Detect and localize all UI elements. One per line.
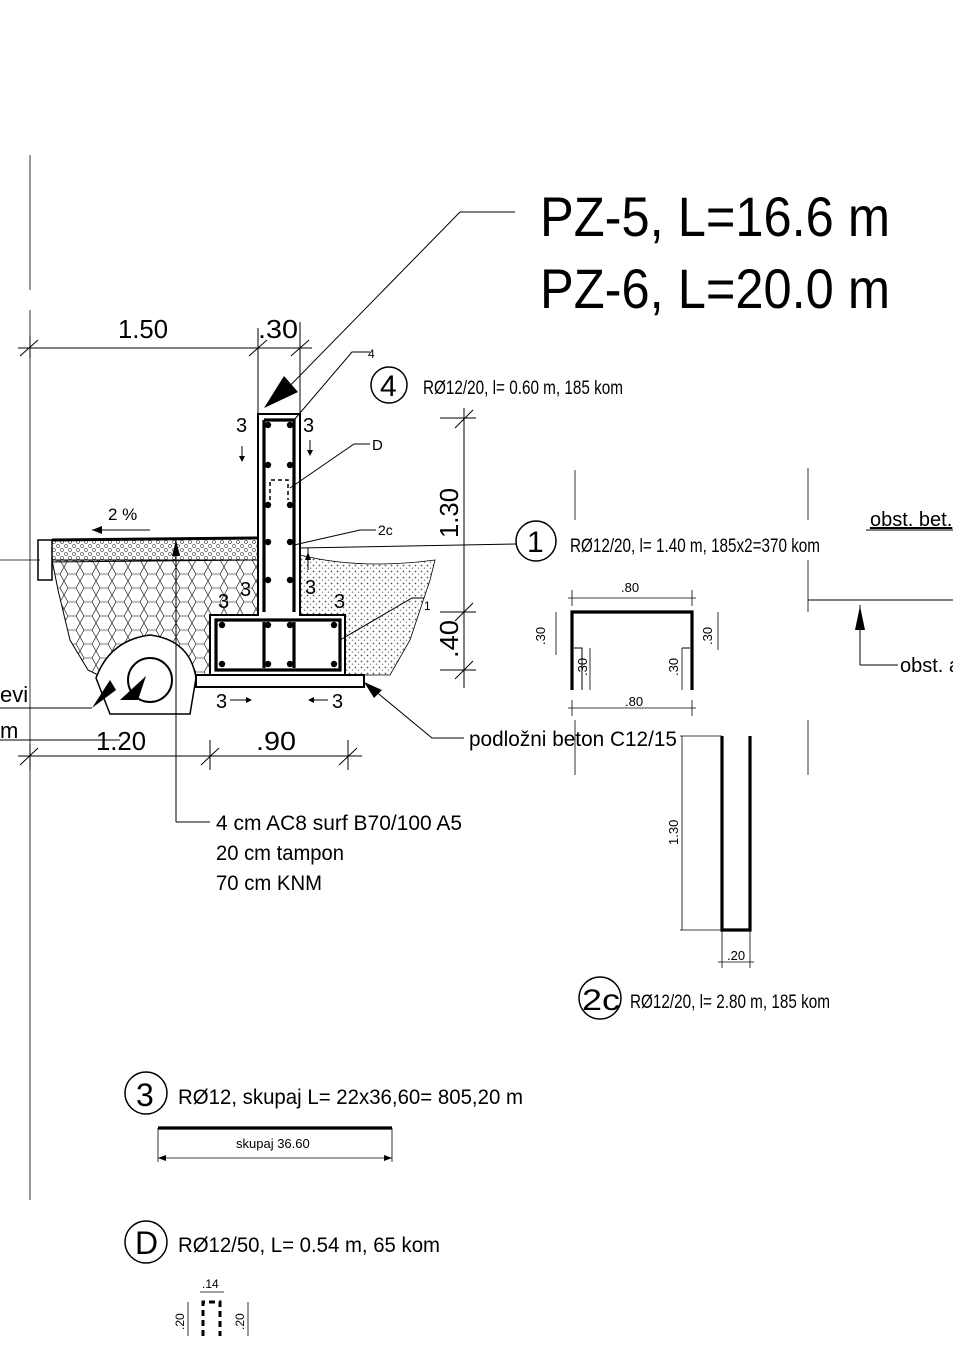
- curb: [37, 539, 53, 581]
- rebar-d-dim-left: .20: [173, 1313, 187, 1330]
- rebar1-leader: [299, 543, 517, 549]
- rebar-3-number: 3: [136, 1077, 154, 1113]
- slope-label: 2 %: [108, 505, 137, 524]
- callout-d: D: [372, 437, 383, 454]
- rebar-1-dim-right: .30: [700, 627, 715, 645]
- rebar-2c-shape: 1.30 .20: [666, 735, 754, 968]
- section-mark-ml2: 3: [240, 579, 251, 601]
- section-mark-tr: 3: [303, 415, 314, 437]
- dim-top-right: .30: [258, 314, 298, 344]
- section-mark-mr: 3: [305, 577, 316, 599]
- left-leader-arrow-1: [92, 680, 116, 708]
- section-mark-ml: 3: [218, 591, 229, 613]
- rebar-1-dim-top: .80: [621, 580, 639, 595]
- callout-4: 4: [368, 347, 375, 361]
- left-partial-label-2: m: [0, 718, 18, 743]
- rebar-2c-number: 2c: [582, 984, 620, 1017]
- rebar-1-dim-bottom: .80: [625, 694, 643, 709]
- lean-concrete-callout: podložni beton C12/15: [364, 682, 677, 751]
- rebar-3-bar-label: skupaj 36.60: [236, 1136, 310, 1151]
- lean-concrete-label: podložni beton C12/15: [469, 728, 677, 751]
- section-mark-tl: 3: [236, 415, 247, 437]
- rebar-d-dim-top: .14: [202, 1277, 219, 1291]
- dim-bottom-right: .90: [256, 726, 296, 756]
- title-leader-line: [277, 211, 515, 399]
- rebar-1-label: 1 RØ12/20, l= 1.40 m, 185x2=370 kom: [515, 520, 820, 562]
- pavement-callout: 4 cm AC8 surf B70/100 A5 20 cm tampon 70…: [172, 540, 462, 895]
- callout-1: 1: [424, 599, 431, 613]
- section-callouts: 4 D 2c 1: [289, 347, 431, 641]
- section-mark-br: 3: [332, 691, 343, 713]
- section-marks: 3 3 3 3 3 3 3 3: [216, 415, 345, 713]
- dim-footing-height: .40: [434, 620, 464, 658]
- section-mark-mr2: 3: [334, 591, 345, 613]
- right-dimension: 1.30 .40: [434, 408, 476, 688]
- backfill-soil: [297, 554, 436, 676]
- rebar-4-label: 4 RØ12/20, l= 0.60 m, 185 kom: [370, 366, 623, 404]
- rebar-3-label: 3 RØ12, skupaj L= 22x36,60= 805,20 m: [124, 1071, 523, 1115]
- pavement-layer: [51, 537, 259, 563]
- pavement-surface: [51, 536, 259, 542]
- rebar-d-text: RØ12/50, L= 0.54 m, 65 kom: [178, 1234, 440, 1257]
- rebar-2c-dim-height: 1.30: [666, 820, 681, 845]
- slope-indicator: 2 %: [92, 505, 150, 534]
- dim-top-left: 1.50: [118, 314, 168, 344]
- section-mark-bl: 3: [216, 691, 227, 713]
- title-line-2: PZ-6, L=20.0 m: [540, 257, 890, 320]
- right-label-top: obst. bet.: [870, 509, 952, 531]
- left-partial-label-1: evi: [0, 682, 28, 707]
- small-arrow: [305, 552, 311, 560]
- right-label-bottom: obst. a: [900, 655, 953, 677]
- pavement-line-3: 70 cm KNM: [216, 872, 322, 895]
- rebar-d-shape: .14 .20 .20: [173, 1277, 249, 1336]
- title-line-1: PZ-5, L=16.6 m: [540, 185, 890, 248]
- rebar-d-label: D RØ12/50, L= 0.54 m, 65 kom: [124, 1220, 440, 1264]
- pavement-line-1: 4 cm AC8 surf B70/100 A5: [216, 812, 462, 835]
- rebar-4-number: 4: [380, 370, 397, 403]
- rebar-2c-label: 2c RØ12/20, l= 2.80 m, 185 kom: [578, 976, 830, 1020]
- rebar-3-text: RØ12, skupaj L= 22x36,60= 805,20 m: [178, 1086, 523, 1109]
- bottom-dimension: 1.20 .90: [18, 726, 362, 770]
- top-dimension: 1.50 .30: [18, 314, 312, 416]
- pavement-line-2: 20 cm tampon: [216, 842, 344, 865]
- rebar-1-dim-inner-right: .30: [666, 658, 681, 676]
- dim-wall-height: 1.30: [434, 488, 464, 538]
- dim-bottom-left: 1.20: [96, 726, 146, 756]
- left-leader-arrow-2: [120, 676, 146, 700]
- rebar-3-shape: skupaj 36.60: [157, 1126, 393, 1162]
- rebar-d-number: D: [135, 1225, 158, 1261]
- title-leader-arrow: [264, 376, 298, 408]
- right-partial-detail: obst. bet. obst. a: [808, 509, 953, 677]
- rebar-1-shape: .80 .80 .30 .30 .30 .30: [533, 580, 719, 716]
- rebar-2c-dim-width: .20: [727, 948, 745, 963]
- title-block: PZ-5, L=16.6 m PZ-6, L=20.0 m: [264, 185, 890, 408]
- rebar-1-number: 1: [527, 526, 544, 559]
- rebar-d-dim-right: .20: [233, 1313, 247, 1330]
- rebar-2c-text: RØ12/20, l= 2.80 m, 185 kom: [630, 992, 830, 1013]
- callout-2c: 2c: [378, 522, 393, 538]
- rebar-1-text: RØ12/20, l= 1.40 m, 185x2=370 kom: [570, 536, 820, 557]
- rebar-1-dim-left: .30: [533, 627, 548, 645]
- rebar-4-text: RØ12/20, l= 0.60 m, 185 kom: [423, 378, 623, 399]
